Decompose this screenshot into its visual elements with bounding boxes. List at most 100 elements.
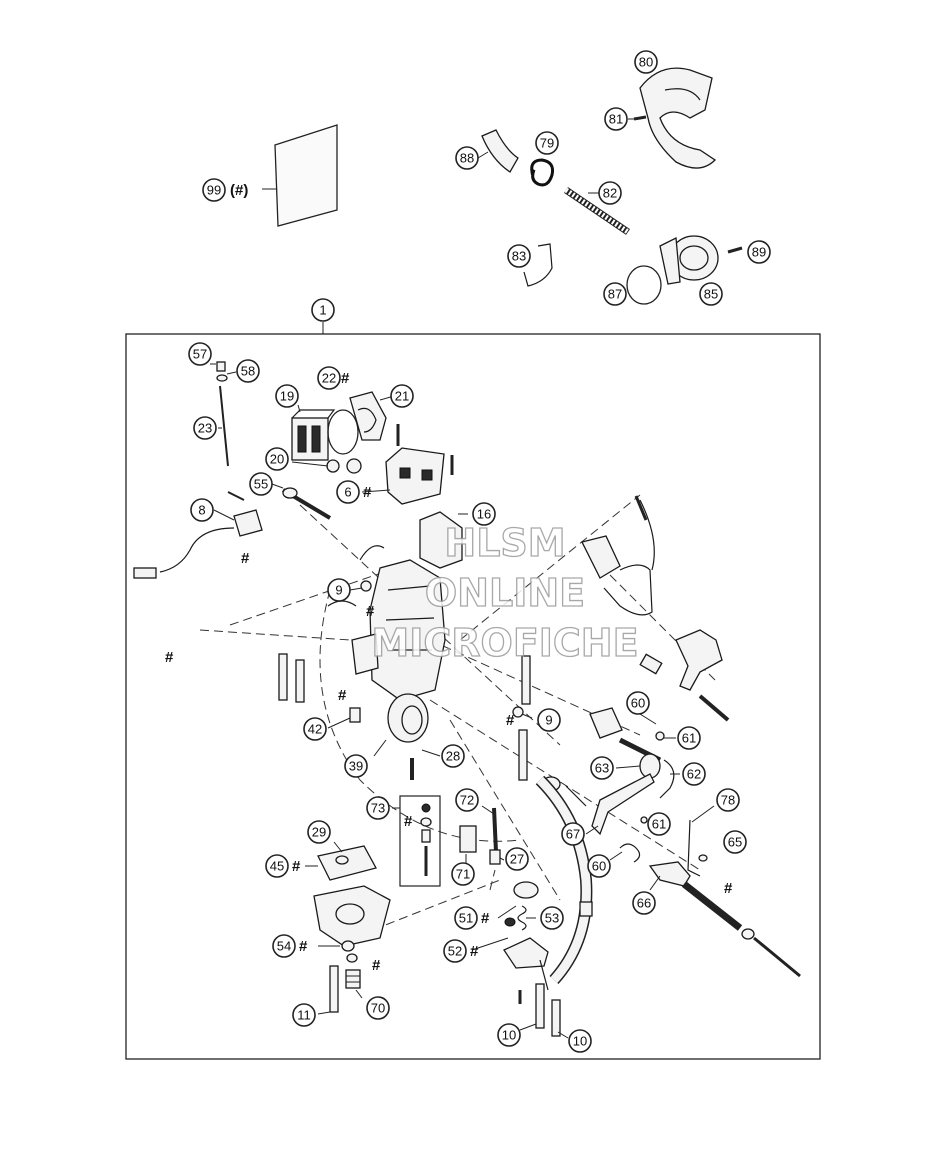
svg-text:9: 9 bbox=[545, 713, 552, 728]
svg-text:9: 9 bbox=[335, 583, 342, 598]
callout-72: 72 bbox=[455, 788, 479, 812]
callout-81: 81 bbox=[604, 107, 628, 131]
kit-mark: # bbox=[241, 550, 250, 567]
callout-8: 8 bbox=[190, 498, 214, 522]
callout-82: 82 bbox=[598, 181, 622, 205]
svg-text:73: 73 bbox=[371, 801, 385, 816]
reed-block bbox=[291, 409, 336, 461]
svg-text:51: 51 bbox=[459, 911, 473, 926]
callout-29: 29 bbox=[307, 820, 331, 844]
svg-text:22: 22 bbox=[322, 371, 336, 386]
o-ring bbox=[626, 265, 662, 305]
callout-20: 20 bbox=[265, 447, 289, 471]
callout-45: 45 bbox=[265, 854, 289, 878]
callout-53: 53 bbox=[540, 906, 564, 930]
cover-part bbox=[639, 67, 717, 169]
carburetor-body bbox=[327, 511, 463, 743]
kit-mark: # bbox=[292, 858, 301, 875]
kit-mark: # bbox=[341, 370, 350, 387]
callout-60b: 60 bbox=[587, 854, 611, 878]
svg-text:54: 54 bbox=[277, 939, 291, 954]
svg-text:61: 61 bbox=[682, 731, 696, 746]
svg-text:89: 89 bbox=[752, 245, 766, 260]
callout-54: 54 bbox=[272, 934, 296, 958]
svg-text:MICROFICHE: MICROFICHE bbox=[371, 621, 638, 665]
needle-kit-box bbox=[399, 795, 441, 887]
callout-99: 99 bbox=[202, 178, 226, 202]
needle-rod bbox=[219, 385, 229, 467]
callout-22: 22 bbox=[317, 366, 341, 390]
callout-71: 71 bbox=[451, 862, 475, 886]
spring-long bbox=[564, 187, 630, 235]
svg-text:6: 6 bbox=[344, 485, 351, 500]
callout-85: 85 bbox=[699, 282, 723, 306]
svg-text:55: 55 bbox=[254, 477, 268, 492]
svg-text:66: 66 bbox=[637, 896, 651, 911]
pilot-screw bbox=[281, 487, 332, 520]
callout-10a: 10 bbox=[497, 1023, 521, 1047]
sensor-harness bbox=[133, 491, 263, 579]
svg-text:29: 29 bbox=[312, 825, 326, 840]
svg-text:85: 85 bbox=[704, 287, 718, 302]
svg-text:1: 1 bbox=[319, 303, 326, 318]
svg-text:16: 16 bbox=[477, 507, 491, 522]
callout-70: 70 bbox=[366, 996, 390, 1020]
svg-text:70: 70 bbox=[371, 1001, 385, 1016]
callout-27: 27 bbox=[505, 847, 529, 871]
drain-hose-long bbox=[535, 775, 593, 985]
svg-text:HLSM: HLSM bbox=[444, 521, 565, 565]
callout-39: 39 bbox=[344, 754, 368, 778]
bolt-small bbox=[727, 246, 743, 254]
callout-78: 78 bbox=[716, 788, 740, 812]
svg-text:52: 52 bbox=[448, 944, 462, 959]
svg-text:23: 23 bbox=[198, 421, 212, 436]
callout-62: 62 bbox=[682, 762, 706, 786]
svg-text:87: 87 bbox=[608, 287, 622, 302]
svg-text:42: 42 bbox=[308, 722, 322, 737]
callout-6: 6 bbox=[336, 480, 360, 504]
callout-21: 21 bbox=[390, 384, 414, 408]
svg-text:28: 28 bbox=[446, 749, 460, 764]
svg-text:11: 11 bbox=[297, 1008, 311, 1023]
drain-plug bbox=[345, 969, 361, 989]
bracket-wire bbox=[523, 243, 553, 287]
callout-65: 65 bbox=[723, 830, 747, 854]
svg-text:71: 71 bbox=[456, 867, 470, 882]
svg-text:78: 78 bbox=[721, 793, 735, 808]
svg-text:58: 58 bbox=[241, 364, 255, 379]
svg-text:81: 81 bbox=[609, 112, 623, 127]
kit-mark: # bbox=[366, 603, 375, 620]
callout-55: 55 bbox=[249, 472, 273, 496]
callout-28: 28 bbox=[441, 744, 465, 768]
callout-67: 67 bbox=[561, 822, 585, 846]
kit-mark: # bbox=[470, 943, 479, 960]
svg-text:19: 19 bbox=[280, 389, 294, 404]
svg-text:65: 65 bbox=[728, 835, 742, 850]
kit-mark: # bbox=[363, 484, 372, 501]
svg-text:82: 82 bbox=[603, 186, 617, 201]
callout-83: 83 bbox=[507, 244, 531, 268]
top-cover bbox=[385, 424, 454, 505]
callout-63: 63 bbox=[590, 756, 614, 780]
svg-text:8: 8 bbox=[198, 503, 205, 518]
callout-73: 73 bbox=[366, 796, 390, 820]
watermark: HLSM ONLINE MICROFICHE bbox=[371, 520, 639, 665]
kit-label: (#) bbox=[230, 182, 248, 199]
callout-57: 57 bbox=[188, 342, 212, 366]
kit-mark: # bbox=[338, 687, 347, 704]
callout-61b: 61 bbox=[647, 812, 671, 836]
assembly-dashed-lines bbox=[199, 494, 716, 936]
callout-89: 89 bbox=[747, 240, 771, 264]
callout-11: 11 bbox=[292, 1003, 316, 1027]
vent-hoses bbox=[278, 653, 531, 781]
kit-mark: # bbox=[299, 938, 308, 955]
svg-text:99: 99 bbox=[207, 183, 221, 198]
gasket-ring bbox=[327, 409, 359, 455]
callout-9a: 9 bbox=[327, 578, 351, 602]
svg-text:88: 88 bbox=[460, 151, 474, 166]
svg-text:67: 67 bbox=[566, 827, 580, 842]
callout-79: 79 bbox=[535, 131, 559, 155]
kit-mark: # bbox=[724, 880, 733, 897]
throttle-shaft bbox=[581, 495, 655, 616]
